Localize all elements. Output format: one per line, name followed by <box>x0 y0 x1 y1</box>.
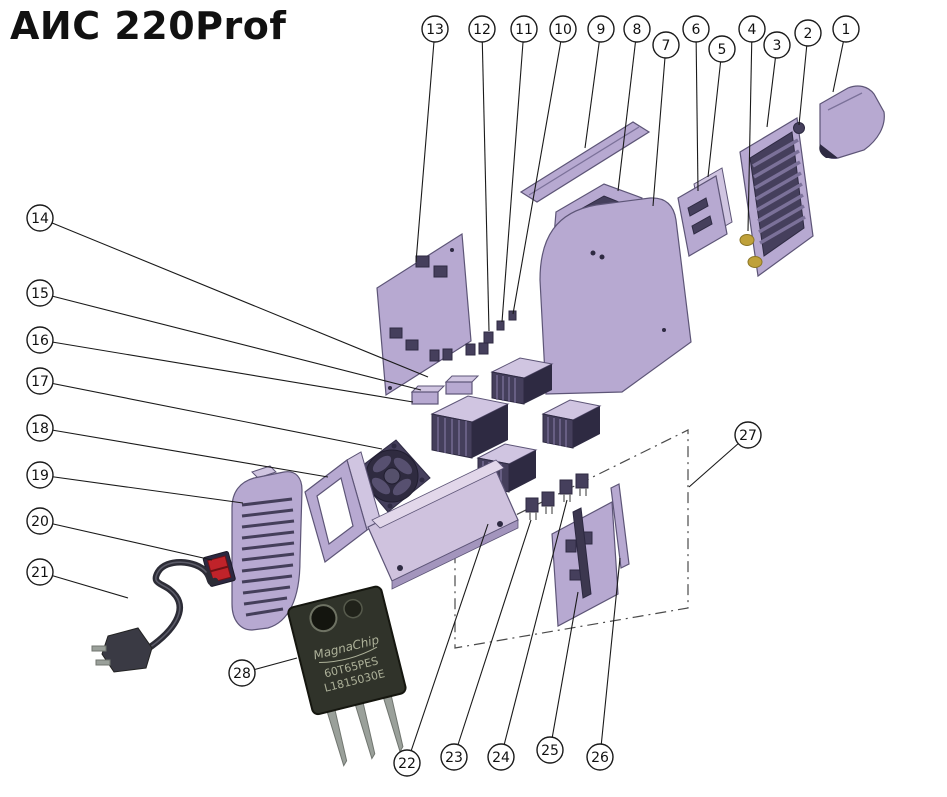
callout-11: 11 <box>501 15 538 323</box>
svg-text:5: 5 <box>718 42 727 58</box>
callout-10: 10 <box>512 15 577 315</box>
svg-text:16: 16 <box>31 333 49 349</box>
callout-9: 9 <box>584 15 615 149</box>
svg-text:25: 25 <box>541 743 559 759</box>
svg-text:11: 11 <box>515 22 533 38</box>
callout-14: 14 <box>26 204 429 378</box>
callout-3: 3 <box>763 31 791 128</box>
callout-28: 28 <box>228 657 298 687</box>
callout-20: 20 <box>26 507 213 561</box>
svg-text:21: 21 <box>31 565 49 581</box>
svg-text:26: 26 <box>591 750 609 766</box>
svg-text:24: 24 <box>492 750 510 766</box>
callout-18: 18 <box>26 414 329 478</box>
svg-text:20: 20 <box>31 514 49 530</box>
svg-text:4: 4 <box>748 22 757 38</box>
part-power-pcb <box>376 232 472 397</box>
svg-text:8: 8 <box>633 22 642 38</box>
svg-text:15: 15 <box>31 286 49 302</box>
svg-text:18: 18 <box>31 421 49 437</box>
callout-8: 8 <box>617 15 651 192</box>
module-boundary-dashed-box <box>454 429 689 649</box>
callout-21: 21 <box>26 558 129 599</box>
svg-text:13: 13 <box>426 22 444 38</box>
svg-text:3: 3 <box>773 38 782 54</box>
callout-24: 24 <box>487 499 568 771</box>
callout-19: 19 <box>26 461 244 504</box>
heatsink-2 <box>490 357 554 405</box>
svg-text:17: 17 <box>31 374 49 390</box>
heatsink-3 <box>541 399 602 449</box>
svg-text:9: 9 <box>597 22 606 38</box>
callout-12: 12 <box>468 15 496 332</box>
callout-27: 27 <box>688 421 762 488</box>
part-busbar-dark <box>572 507 592 599</box>
svg-text:22: 22 <box>398 756 416 772</box>
svg-text:1: 1 <box>842 22 851 38</box>
part-diode-modules <box>525 473 589 520</box>
svg-text:7: 7 <box>662 38 671 54</box>
part-igbt-transistor: MagnaChip 60T65PES L1815030E <box>287 585 407 767</box>
part-front-frame <box>739 117 814 278</box>
callout-1: 1 <box>832 15 860 93</box>
svg-text:19: 19 <box>31 468 49 484</box>
callout-22: 22 <box>393 523 489 777</box>
callout-16: 16 <box>26 326 414 403</box>
callout-15: 15 <box>26 279 422 391</box>
part-small-fasteners <box>483 310 517 344</box>
output-connector-icon <box>739 234 763 268</box>
part-rear-panel <box>677 175 728 257</box>
svg-text:27: 27 <box>739 428 757 444</box>
svg-text:14: 14 <box>31 211 49 227</box>
part-base-plate <box>367 459 519 590</box>
part-top-strip <box>519 121 651 203</box>
part-main-cover <box>539 197 692 395</box>
callout-2: 2 <box>794 19 822 126</box>
heatsink-1 <box>430 395 510 459</box>
part-hardware-row <box>410 342 489 405</box>
part-busbar-light <box>610 483 630 569</box>
svg-text:23: 23 <box>445 750 463 766</box>
callout-5: 5 <box>707 35 736 178</box>
svg-text:10: 10 <box>554 22 572 38</box>
part-power-cable <box>91 559 219 673</box>
callout-13: 13 <box>415 15 449 263</box>
svg-text:2: 2 <box>804 26 813 42</box>
callout-4: 4 <box>738 15 766 232</box>
callout-17: 17 <box>26 367 383 450</box>
page-title: АИС 220Prof <box>10 4 287 48</box>
svg-text:6: 6 <box>692 22 701 38</box>
part-corner-cover <box>819 85 885 159</box>
callout-7: 7 <box>652 31 680 207</box>
callout-23: 23 <box>440 519 532 771</box>
callout-6: 6 <box>682 15 710 192</box>
part-front-grille <box>231 465 303 631</box>
callout-26: 26 <box>586 557 621 771</box>
callout-25: 25 <box>536 591 579 764</box>
svg-text:28: 28 <box>233 666 251 682</box>
svg-text:12: 12 <box>473 22 491 38</box>
